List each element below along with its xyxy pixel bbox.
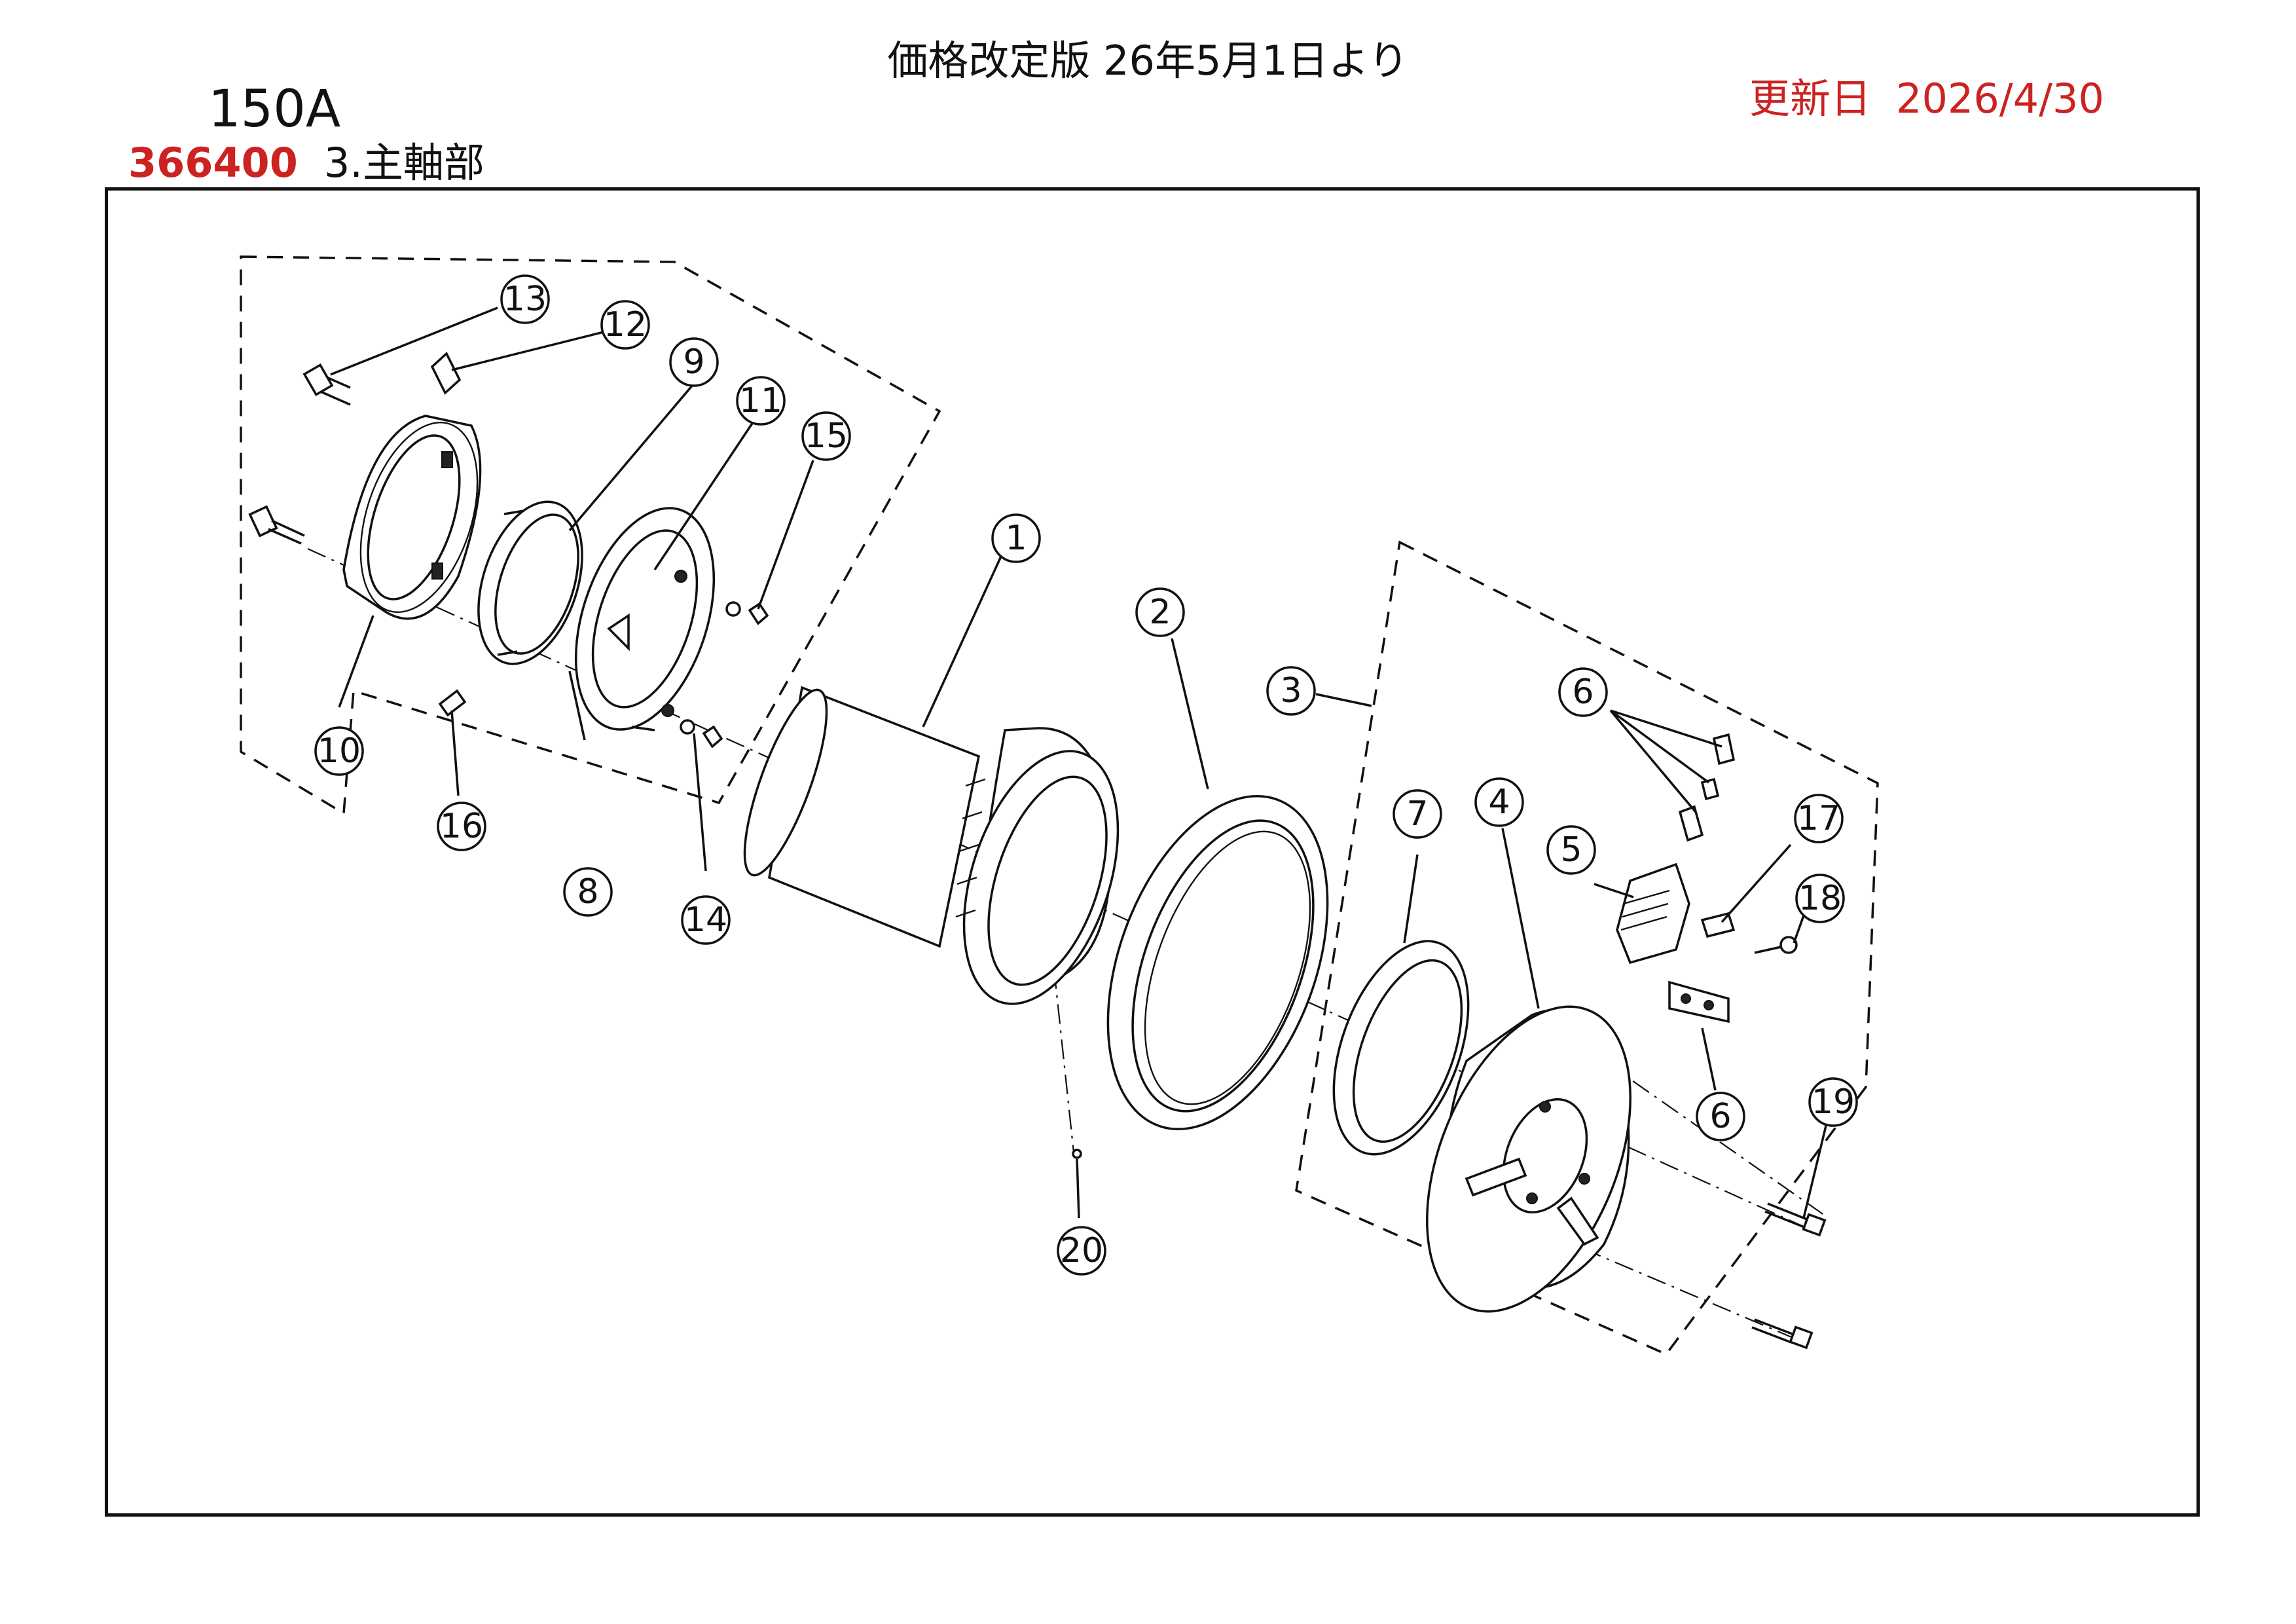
svg-text:15: 15: [805, 416, 848, 456]
screw-18: [1754, 936, 1798, 954]
svg-text:3: 3: [1280, 671, 1302, 710]
callout-10: 10: [314, 726, 364, 776]
plate-11: [574, 507, 716, 731]
callout-2: 2: [1135, 587, 1185, 637]
callout-18: 18: [1795, 874, 1845, 923]
spring-set-6-upper: [1678, 733, 1736, 842]
model-number: 150A: [208, 80, 341, 139]
screw-left: [248, 505, 305, 545]
group-outline-right: [1295, 540, 1879, 1356]
screw-axis-lower: [1484, 1206, 1808, 1345]
leader-lines: [330, 306, 1828, 1219]
callout-5: 5: [1546, 825, 1596, 875]
svg-text:16: 16: [440, 807, 483, 846]
svg-text:1: 1: [1005, 519, 1027, 558]
callout-16: 16: [437, 802, 486, 851]
svg-text:13: 13: [503, 280, 547, 319]
price-revision-note: 価格改定版 26年5月1日より: [887, 37, 1409, 84]
screw-13: [302, 363, 351, 406]
svg-text:20: 20: [1060, 1231, 1103, 1270]
callout-17: 17: [1794, 794, 1844, 843]
nut-15: [725, 601, 769, 625]
callout-14: 14: [681, 895, 731, 945]
callout-9: 9: [669, 337, 719, 387]
svg-text:18: 18: [1798, 879, 1842, 918]
flange-10: [342, 415, 482, 620]
screw-19: [1764, 1202, 1827, 1237]
svg-text:4: 4: [1488, 783, 1510, 822]
svg-text:19: 19: [1812, 1082, 1855, 1122]
screw-lower-right: [1751, 1318, 1813, 1350]
bearing-ring-7: [1332, 940, 1470, 1156]
svg-text:6: 6: [1709, 1097, 1731, 1136]
nut-14: [680, 719, 723, 748]
callout-7: 7: [1393, 789, 1442, 839]
callout-12: 12: [600, 300, 650, 350]
svg-text:5: 5: [1560, 830, 1582, 870]
svg-text:12: 12: [604, 305, 647, 344]
pin-16: [438, 689, 467, 717]
pin-12: [430, 352, 462, 395]
svg-text:14: 14: [684, 900, 727, 940]
part-17: [1700, 912, 1736, 938]
svg-text:7: 7: [1406, 794, 1428, 834]
callout-1: 1: [991, 513, 1041, 563]
section-title: 3.主軸部: [323, 139, 484, 187]
callout-3: 3: [1266, 666, 1316, 716]
block-6-lower: [1668, 980, 1730, 1024]
svg-text:2: 2: [1149, 593, 1171, 632]
spindle-1: [743, 686, 1120, 1005]
svg-text:6: 6: [1572, 673, 1594, 712]
callout-6-upper: 6: [1558, 667, 1608, 717]
svg-text:10: 10: [318, 731, 361, 771]
chuck-body-4: [1426, 1005, 1631, 1313]
jaw-5: [1616, 862, 1690, 965]
ring-9: [477, 500, 583, 665]
pin-20-tip: [1072, 1149, 1082, 1159]
updated-label: 更新日: [1749, 75, 1872, 122]
pin-axis: [1053, 969, 1075, 1153]
callout-6-lower: 6: [1696, 1092, 1745, 1141]
callout-11: 11: [736, 376, 786, 426]
callout-20: 20: [1057, 1226, 1106, 1276]
svg-text:8: 8: [577, 872, 598, 912]
callout-19: 19: [1808, 1077, 1858, 1127]
group-outline-left: [240, 255, 941, 815]
svg-text:9: 9: [683, 342, 704, 382]
callout-8: 8: [563, 867, 613, 917]
part-code: 366400: [128, 139, 298, 187]
diagram-frame: [105, 187, 2200, 1517]
callout-15: 15: [801, 411, 851, 461]
screw-axis-upper: [1603, 1060, 1827, 1217]
callout-13: 13: [500, 274, 550, 324]
svg-text:17: 17: [1797, 799, 1840, 838]
updated-value: 2026/4/30: [1896, 75, 2104, 122]
callout-4: 4: [1474, 777, 1524, 827]
svg-text:11: 11: [739, 381, 782, 420]
housing-ring-2: [1106, 795, 1329, 1130]
